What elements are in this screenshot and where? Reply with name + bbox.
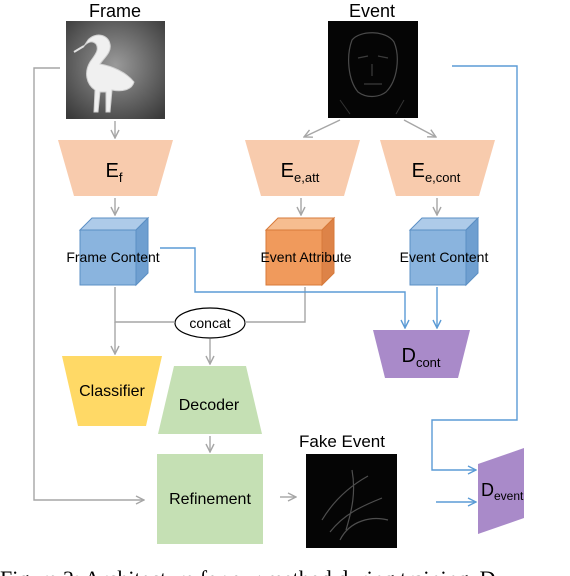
event-content-label: Event Content <box>400 249 489 265</box>
fake-event-title: Fake Event <box>299 432 385 451</box>
blue-connections <box>160 65 518 502</box>
frame-encoder-label: Ef <box>106 160 123 185</box>
concat-label: concat <box>189 315 230 331</box>
event-title: Event <box>349 1 395 21</box>
classifier-label: Classifier <box>79 383 145 400</box>
fake-event-image <box>306 454 397 548</box>
event-attribute-encoder-label: Ee,att <box>281 160 320 185</box>
refinement-label: Refinement <box>169 491 251 508</box>
figure-caption: Figure 2: Architecture for our method du… <box>0 566 496 576</box>
concat-node <box>174 307 246 339</box>
event-discriminator-shape <box>478 448 524 534</box>
decoder-shape <box>158 366 262 434</box>
decoder-label: Decoder <box>179 397 240 414</box>
refinement-box <box>157 454 263 544</box>
event-content-encoder-label: Ee,cont <box>412 160 461 185</box>
frame-title: Frame <box>89 1 141 21</box>
frame-image <box>66 21 165 119</box>
event-discriminator-label: Devent <box>481 480 524 503</box>
event-attribute-cube <box>264 216 336 287</box>
gray-connections <box>33 67 437 500</box>
event-image <box>328 21 418 118</box>
event-content-encoder-shape <box>380 140 495 196</box>
classifier-shape <box>62 356 162 426</box>
event-attribute-label: Event Attribute <box>260 249 351 265</box>
content-discriminator-shape <box>373 330 470 378</box>
event-content-cube <box>408 216 480 287</box>
content-discriminator-label: Dcont <box>401 345 440 370</box>
event-attribute-encoder-shape <box>245 140 360 196</box>
frame-content-cube <box>78 216 150 287</box>
frame-encoder-shape <box>58 140 173 196</box>
frame-content-label: Frame Content <box>66 249 159 265</box>
